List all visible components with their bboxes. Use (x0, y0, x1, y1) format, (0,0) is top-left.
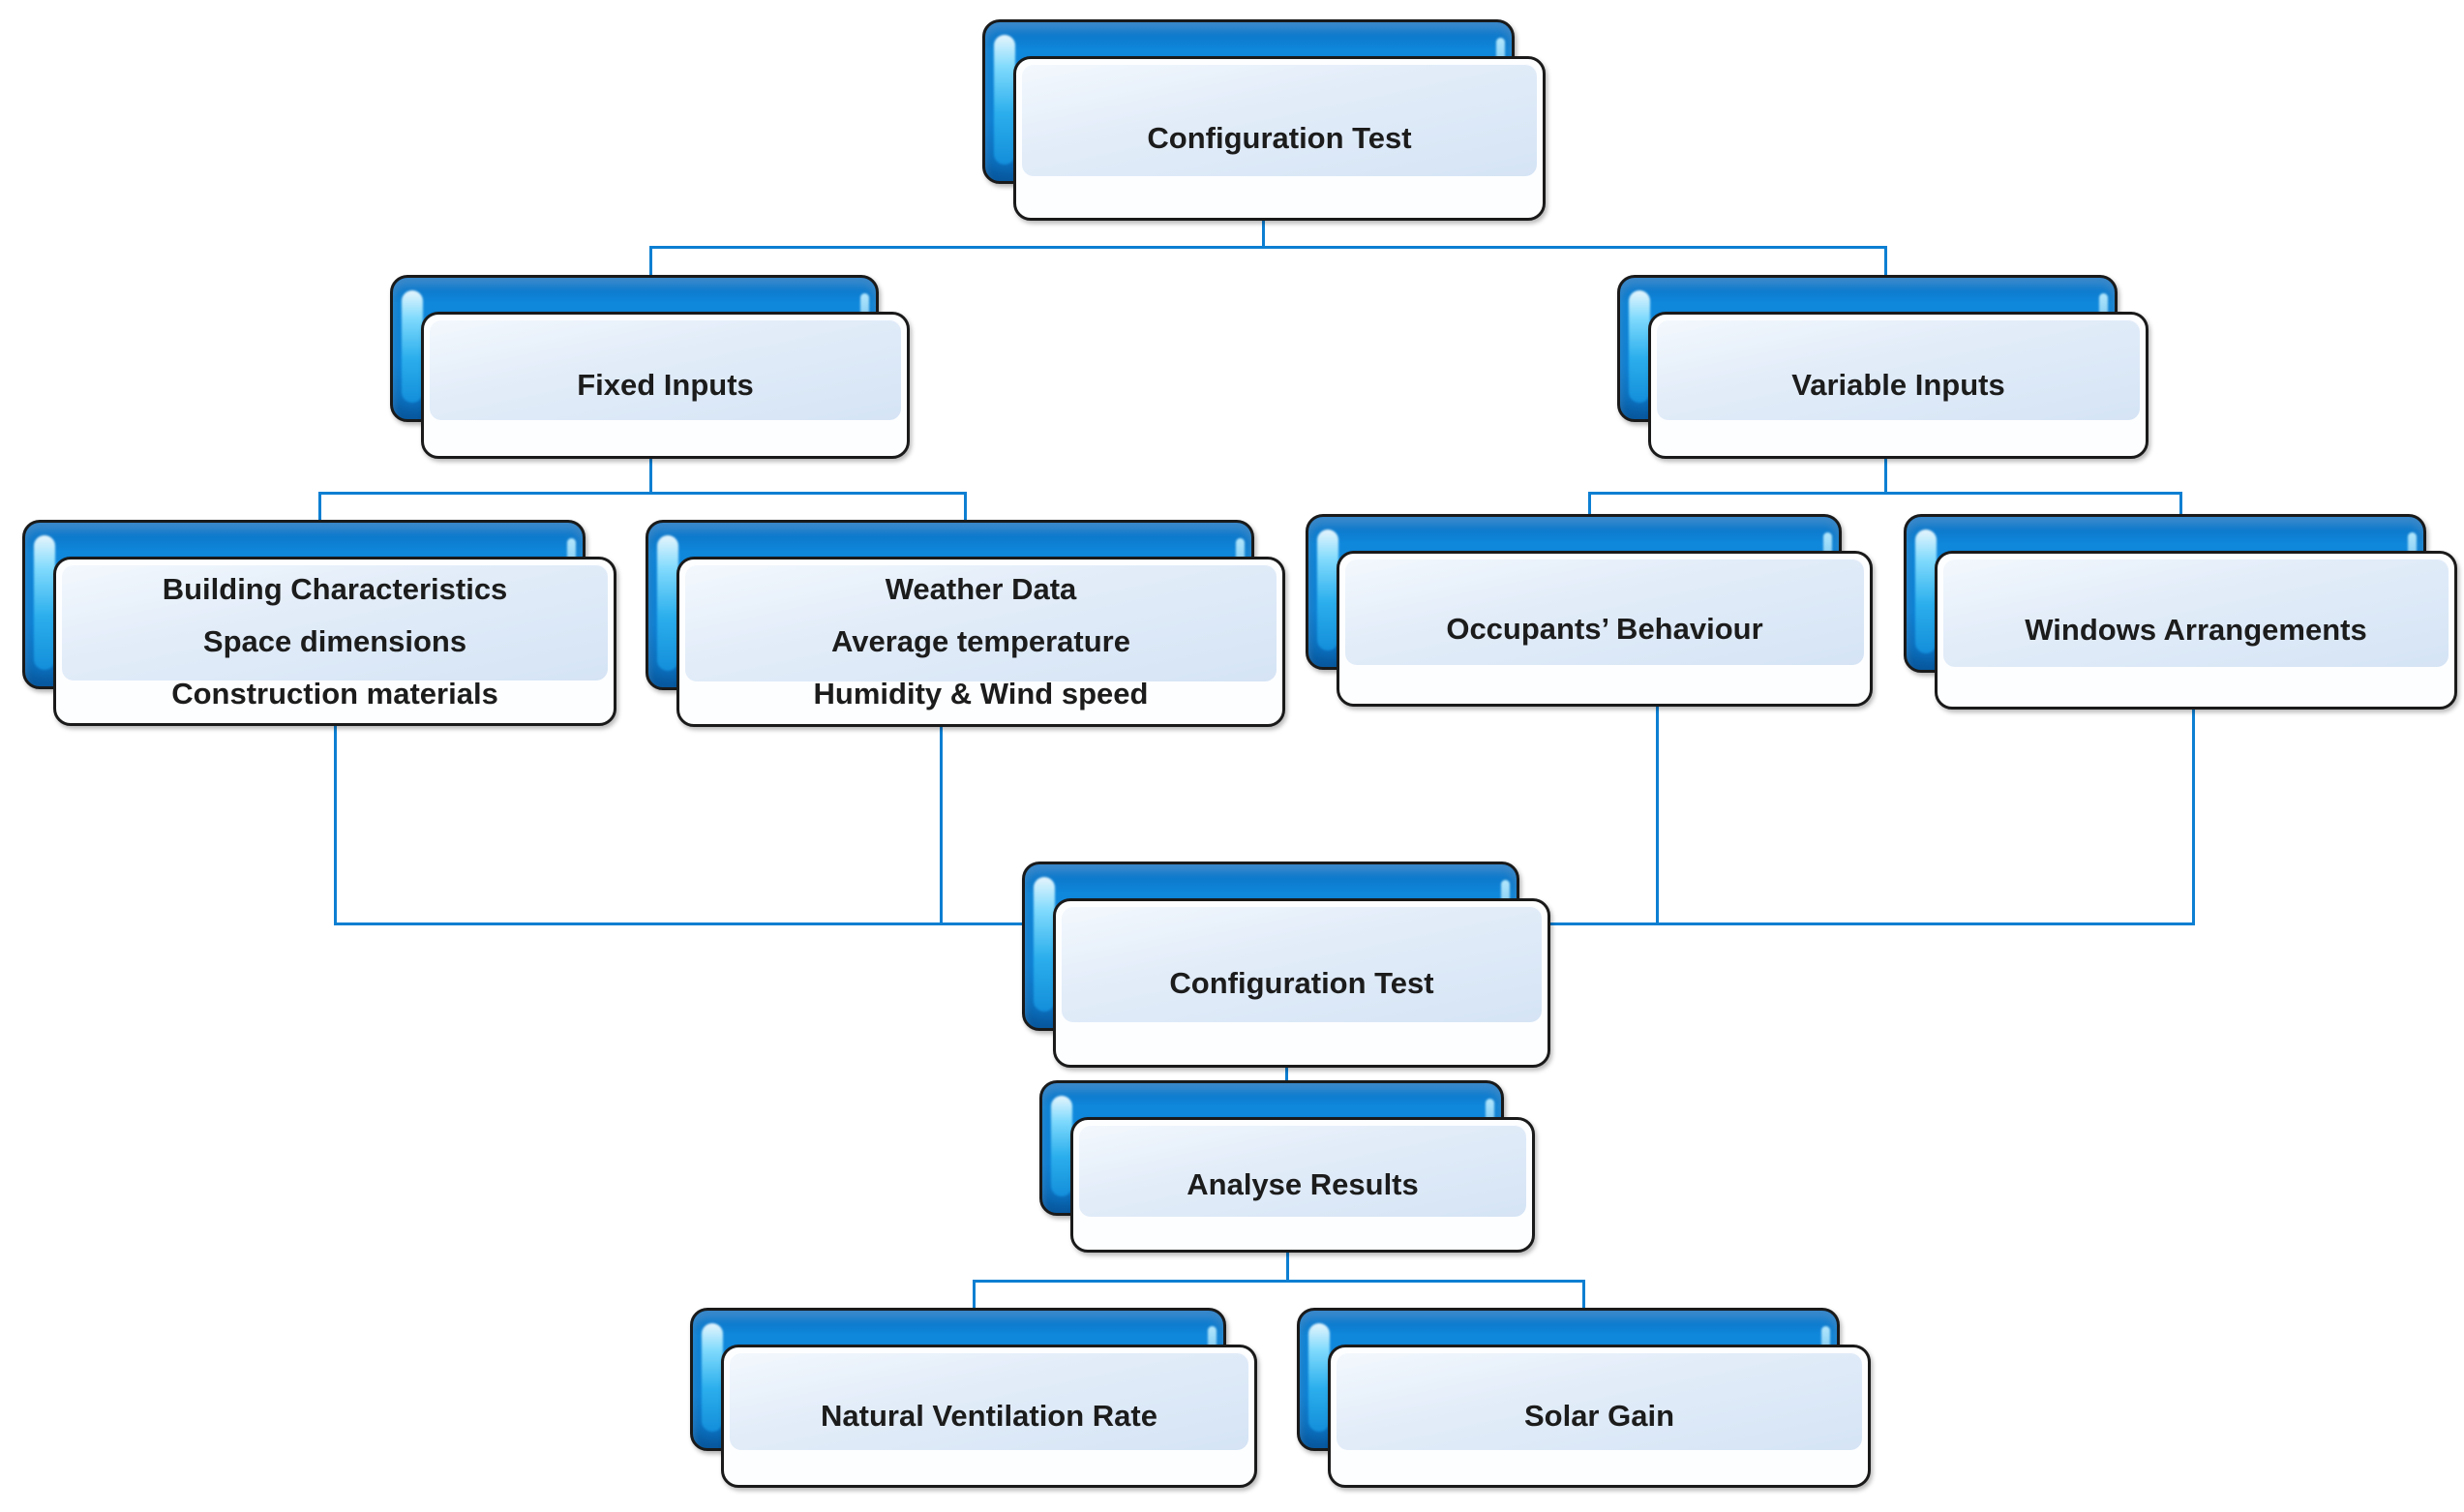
node-label-line: Average temperature (831, 624, 1130, 658)
node-configuration-test-mid: Configuration Test (1022, 862, 1550, 1068)
node-analyse-results: Analyse Results (1039, 1080, 1535, 1253)
connector-config-mid-stub (1285, 1068, 1288, 1084)
node-inner-panel (430, 319, 901, 420)
node-label: Building Characteristics Space dimension… (163, 563, 508, 720)
node-label-line: Building Characteristics (162, 571, 508, 606)
gloss-highlight (1629, 290, 1650, 403)
node-variable-inputs: Variable Inputs (1617, 275, 2148, 459)
node-label: Windows Arrangements (2025, 604, 2366, 656)
node-inner-panel (62, 564, 608, 680)
node-inner-panel (1079, 1125, 1526, 1218)
node-label-line: Natural Ventilation Rate (821, 1399, 1157, 1433)
node-inner-panel (1345, 559, 1864, 666)
gloss-highlight (994, 35, 1015, 165)
connector-to-natural-ventilation-rate (973, 1280, 976, 1312)
node-label: Variable Inputs (1791, 359, 2005, 411)
gloss-highlight (702, 1323, 723, 1432)
node-front-panel: Variable Inputs (1648, 312, 2148, 459)
node-inner-panel (1337, 1352, 1862, 1450)
connector-variable-inputs-branch (1589, 492, 2180, 495)
node-label: Fixed Inputs (577, 359, 754, 411)
node-windows-arrangements: Windows Arrangements (1904, 514, 2457, 710)
connector-to-building-characteristics (318, 492, 321, 524)
node-label-line: Variable Inputs (1791, 368, 2005, 402)
connector-to-occupants-behaviour (1588, 492, 1591, 520)
connector-weather-data-out (940, 727, 943, 925)
node-solar-gain: Solar Gain (1297, 1308, 1871, 1488)
node-label-line: Solar Gain (1523, 1399, 1675, 1433)
node-inner-panel (1022, 64, 1537, 177)
node-front-panel: Configuration Test (1013, 56, 1546, 221)
node-label-line: Fixed Inputs (577, 368, 754, 402)
node-label-line: Construction materials (171, 676, 498, 711)
node-label: Solar Gain (1524, 1390, 1674, 1442)
node-inner-panel (1943, 559, 2449, 668)
node-weather-data: Weather Data Average temperature Humidit… (646, 520, 1285, 727)
node-label-line: Analyse Results (1187, 1167, 1419, 1201)
gloss-highlight (1317, 529, 1338, 650)
node-label: Occupants’ Behaviour (1446, 603, 1762, 655)
connector-to-solar-gain (1582, 1280, 1585, 1312)
gloss-highlight (402, 290, 423, 403)
node-label-line: Space dimensions (202, 623, 467, 658)
node-label-line: Occupants’ Behaviour (1446, 611, 1763, 646)
connector-config-top-stub (1262, 221, 1265, 247)
node-front-panel: Natural Ventilation Rate (721, 1345, 1257, 1488)
node-front-panel: Configuration Test (1053, 898, 1550, 1068)
node-inner-panel (685, 564, 1277, 681)
node-front-panel: Weather Data Average temperature Humidit… (676, 557, 1285, 727)
node-label-line: Weather Data (885, 572, 1077, 606)
node-configuration-test-top: Configuration Test (982, 19, 1546, 221)
connector-to-weather-data (964, 492, 967, 524)
node-inner-panel (1657, 319, 2140, 420)
gloss-highlight (1915, 529, 1937, 653)
connector-to-windows-arrangements (2179, 492, 2182, 520)
node-label: Weather Data Average temperature Humidit… (814, 563, 1149, 720)
node-label: Configuration Test (1147, 112, 1411, 165)
connector-building-characteristics-out (334, 726, 337, 925)
gloss-highlight (657, 535, 678, 671)
connector-right-into-config-mid (1547, 922, 2193, 925)
node-front-panel: Occupants’ Behaviour (1337, 551, 1873, 707)
node-label-line: Configuration Test (1169, 965, 1434, 1000)
node-occupants-behaviour: Occupants’ Behaviour (1306, 514, 1873, 707)
connector-analyse-results-stub (1286, 1253, 1289, 1283)
node-fixed-inputs: Fixed Inputs (390, 275, 910, 459)
node-inner-panel (730, 1352, 1248, 1450)
node-label: Configuration Test (1169, 957, 1433, 1010)
connector-config-top-branch (650, 246, 1885, 249)
connector-fixed-inputs-branch (319, 492, 965, 495)
node-label-line: Windows Arrangements (2025, 613, 2367, 647)
node-front-panel: Analyse Results (1070, 1117, 1535, 1253)
node-inner-panel (1062, 906, 1542, 1022)
gloss-highlight (1034, 877, 1055, 1012)
node-natural-ventilation-rate: Natural Ventilation Rate (690, 1308, 1257, 1488)
node-front-panel: Solar Gain (1328, 1345, 1871, 1488)
node-label-line: Humidity & Wind speed (813, 677, 1149, 711)
gloss-highlight (34, 535, 55, 670)
connector-to-fixed-inputs (649, 246, 652, 279)
gloss-highlight (1308, 1323, 1330, 1432)
node-label-line: Configuration Test (1147, 121, 1412, 155)
connector-analyse-results-branch (974, 1280, 1583, 1283)
connector-left-into-config-mid (335, 922, 1030, 925)
connector-windows-arrangements-out (2192, 710, 2195, 925)
node-front-panel: Building Characteristics Space dimension… (53, 557, 616, 726)
connector-variable-inputs-stub (1884, 457, 1887, 494)
connector-fixed-inputs-stub (649, 459, 652, 494)
node-building-characteristics: Building Characteristics Space dimension… (22, 520, 616, 726)
gloss-highlight (1051, 1096, 1072, 1196)
connector-occupants-behaviour-out (1656, 707, 1659, 925)
node-label: Natural Ventilation Rate (821, 1390, 1157, 1442)
connector-to-variable-inputs (1884, 246, 1887, 279)
node-front-panel: Windows Arrangements (1935, 551, 2457, 710)
node-label: Analyse Results (1187, 1159, 1419, 1211)
node-front-panel: Fixed Inputs (421, 312, 910, 459)
